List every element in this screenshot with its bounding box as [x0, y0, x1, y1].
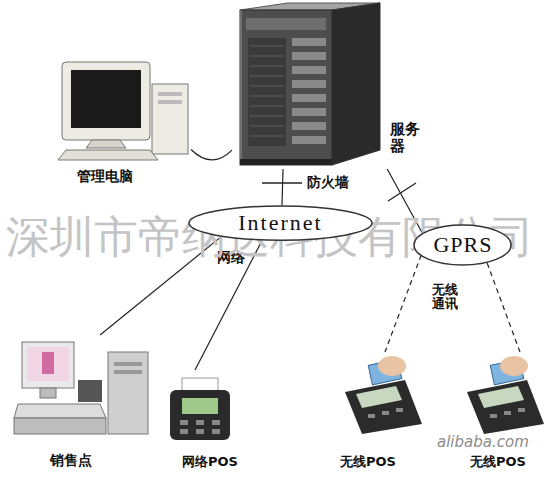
- sales-counter-icon: [108, 352, 148, 434]
- server-tower: [240, 3, 380, 165]
- server-tower: [292, 94, 326, 102]
- computer-icon: [158, 100, 182, 104]
- wireless-pos-terminal: [356, 386, 402, 408]
- sales-counter-icon: [27, 347, 69, 381]
- ellipse-outline: [414, 225, 511, 265]
- server-tower: [250, 136, 284, 137]
- server-tower: [292, 52, 326, 60]
- wireless-pos-terminal: [378, 356, 406, 376]
- server-tower: [292, 80, 326, 88]
- sales-counter-icon: [14, 404, 106, 418]
- computer-icon: [152, 84, 188, 154]
- pos-terminal: [212, 420, 220, 425]
- network-link: [191, 150, 232, 160]
- sales-counter-icon: [14, 342, 148, 434]
- computer-icon: [58, 62, 188, 160]
- server-tower: [292, 122, 326, 130]
- computer-icon: [58, 150, 158, 160]
- firewall-mark: [388, 183, 416, 201]
- wireless-pos-terminal: [490, 414, 497, 418]
- ellipse-outline: [189, 206, 372, 240]
- wireless-pos-terminal: [467, 356, 544, 434]
- computer-icon: [158, 92, 182, 96]
- pos-terminal: [196, 420, 204, 425]
- server-tower: [250, 86, 284, 87]
- terminal-node: 无线POS: [455, 352, 550, 473]
- server-tower: [250, 116, 284, 117]
- label-holder: alibaba.com: [436, 434, 530, 451]
- pos-terminal: [196, 429, 204, 434]
- pos-terminal: [212, 429, 220, 434]
- network-ellipse: GPRS: [413, 224, 512, 266]
- firewall-label: 防火墙: [306, 175, 350, 190]
- server-tower: [292, 136, 326, 144]
- server-tower: [292, 108, 326, 116]
- wireless-pos-terminal: [345, 380, 422, 434]
- network-link: [282, 169, 283, 205]
- watermark: alibaba.com: [436, 434, 530, 451]
- server-tower: [246, 18, 326, 30]
- ellipse-text: Internet: [238, 211, 322, 235]
- node-caption: 无线POS: [340, 455, 396, 469]
- computer-icon: [71, 70, 141, 128]
- server-tower: [240, 159, 332, 165]
- wireless-link: [385, 255, 421, 352]
- wireless-label: 无线 通讯: [431, 283, 463, 312]
- sales-counter-icon: [40, 388, 56, 398]
- server-tower: [250, 76, 284, 77]
- server-tower: [292, 66, 326, 74]
- server-tower: [248, 38, 286, 146]
- server-tower: [250, 126, 284, 127]
- server-tower: [250, 46, 284, 47]
- sales-counter-icon: [114, 362, 142, 366]
- node-caption: 销售点: [50, 453, 92, 468]
- wireless-pos-terminal: [478, 386, 524, 408]
- server-tower: [241, 10, 242, 165]
- terminal-node: 网络POS: [160, 370, 250, 473]
- wireless-pos-terminal: [345, 356, 422, 434]
- wireless-pos-terminal: [368, 414, 375, 418]
- wireless-pos-terminal: [382, 411, 389, 415]
- server-tower: [292, 38, 326, 46]
- server-tower: [250, 56, 284, 57]
- wireless-pos-terminal: [396, 408, 403, 412]
- wireless-pos-terminal: [500, 356, 528, 376]
- computer-icon: [86, 140, 126, 148]
- pos-terminal: [182, 398, 218, 414]
- wireless-pos-terminal: [518, 408, 525, 412]
- ellipse-text: GPRS: [433, 233, 492, 257]
- node-caption: 无线POS: [470, 455, 526, 469]
- sales-counter-icon: [42, 352, 54, 374]
- terminal-node: 销售点: [12, 335, 152, 473]
- wireless-pos-terminal: [467, 380, 544, 434]
- node-caption: 网络POS: [182, 455, 238, 469]
- terminal-node: 无线POS: [330, 352, 430, 473]
- label-holder: 无线 通讯: [431, 283, 463, 312]
- sales-counter-icon: [14, 418, 106, 434]
- server-tower: [332, 3, 380, 165]
- pos-terminal: [180, 420, 188, 425]
- pos-terminal: [182, 378, 218, 392]
- node-caption: 管理电脑: [77, 169, 133, 184]
- server-tower: [250, 106, 284, 107]
- sales-counter-icon: [78, 380, 102, 402]
- wireless-link: [487, 263, 520, 352]
- computer-icon: [62, 62, 150, 140]
- server-tower: [250, 66, 284, 67]
- sales-counter-icon: [22, 342, 74, 388]
- pos-terminal: [170, 378, 230, 440]
- computer-node: 管理电脑: [55, 55, 191, 190]
- sales-counter-icon: [114, 370, 142, 374]
- wireless-pos-terminal: [504, 411, 511, 415]
- network-ellipse: Internet: [188, 205, 373, 241]
- pos-terminal: [170, 390, 230, 440]
- server-tower: [240, 10, 332, 165]
- firewall-mark: [262, 182, 302, 183]
- node-caption: 服务 器: [390, 121, 423, 154]
- server-node: 服务 器: [232, 3, 426, 169]
- pos-terminal: [180, 429, 188, 434]
- label-holder: 防火墙: [306, 175, 350, 190]
- server-tower: [250, 96, 284, 97]
